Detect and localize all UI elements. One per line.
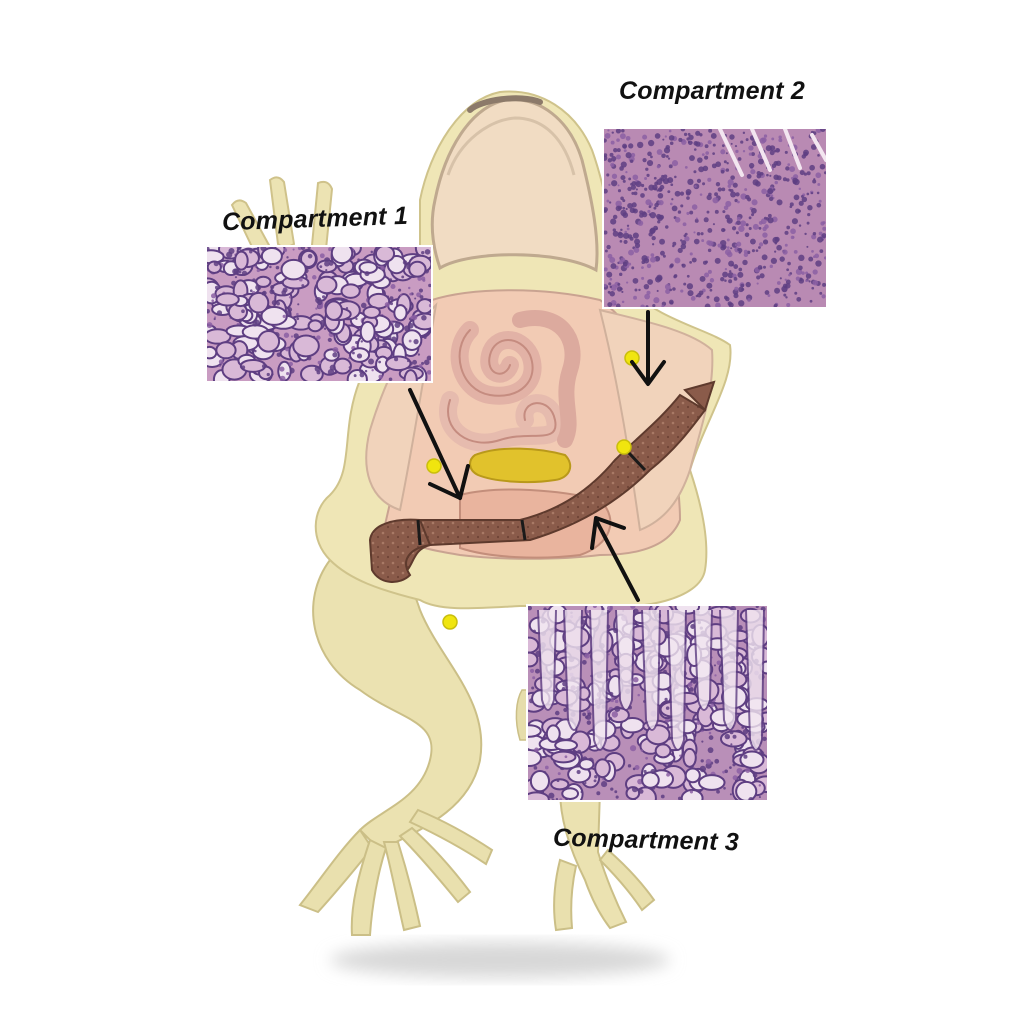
compartment-2-label: Compartment 2 [619, 77, 805, 105]
ground-shadow [330, 942, 670, 978]
arrow-compartment-1 [408, 388, 470, 500]
coiled-intestines [439, 310, 581, 452]
histology-panel-3 [526, 604, 769, 802]
tissue-section-1 [207, 247, 431, 381]
pointer-arrows [408, 310, 666, 602]
histology-panel-2 [602, 127, 828, 309]
tissue-section-3 [528, 606, 767, 800]
gut-tube [368, 380, 716, 583]
left-hind-leg [298, 548, 494, 936]
pins [426, 350, 640, 630]
arrow-compartment-2 [630, 310, 666, 386]
fat-body [469, 447, 572, 484]
tissue-section-2 [604, 129, 826, 307]
front-left-fingers [230, 176, 334, 254]
frog-mouth [430, 98, 599, 273]
arrow-compartment-3 [590, 516, 640, 602]
histology-panel-1 [205, 245, 433, 383]
compartment-3-label: Compartment 3 [552, 823, 740, 857]
frog-model [230, 90, 732, 936]
